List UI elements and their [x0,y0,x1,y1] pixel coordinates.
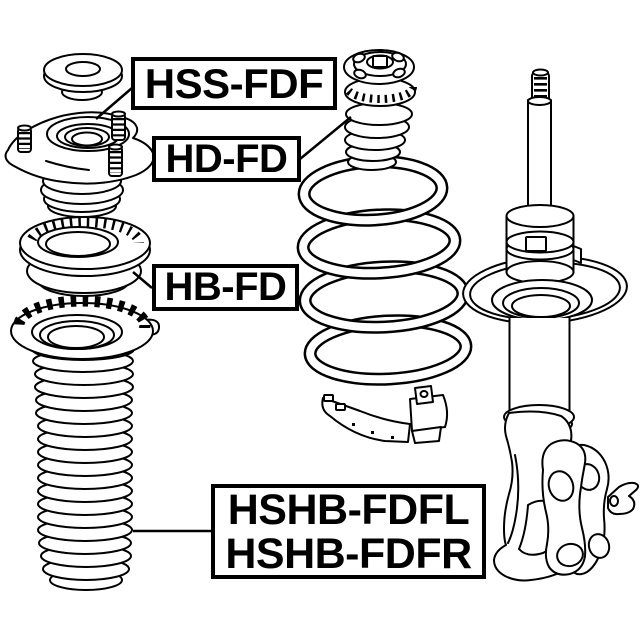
leader-lines [95,87,352,533]
label-hshb-fdfl-fdfr: HSHB-FDFL HSHB-FDFR [211,484,486,579]
strut-mount-drawing [4,110,155,218]
mount-stud-upper-right [111,110,126,141]
label-hshb-line1: HSHB-FDFL [227,485,470,534]
leader-line-hd-fd [299,116,352,160]
coil-spring-drawing [296,155,473,386]
leader-line-hss-fdf [95,87,133,120]
perch-bowl-rings [491,279,593,321]
label-hss-fdf: HSS-FDF [131,57,337,110]
shock-absorber-drawing [462,68,640,582]
bump-stop-drawing [343,49,417,171]
piston-rod [527,96,552,219]
label-hshb-line2: HSHB-FDFR [225,529,472,578]
mount-stud-left [17,124,32,153]
label-hb-fd: HB-FD [152,264,299,311]
cartridge-body [505,204,582,284]
dust-boot-drawing [10,295,161,591]
mounting-bracket [493,410,640,582]
mount-washer-drawing [43,53,123,101]
mount-stud-lower-right [108,143,123,177]
strut-tube [508,317,571,421]
label-hd-fd: HD-FD [152,136,301,182]
leader-line-hb-fd [132,271,153,289]
spring-seat-drawing [321,385,449,444]
bearing-drawing [19,216,151,297]
